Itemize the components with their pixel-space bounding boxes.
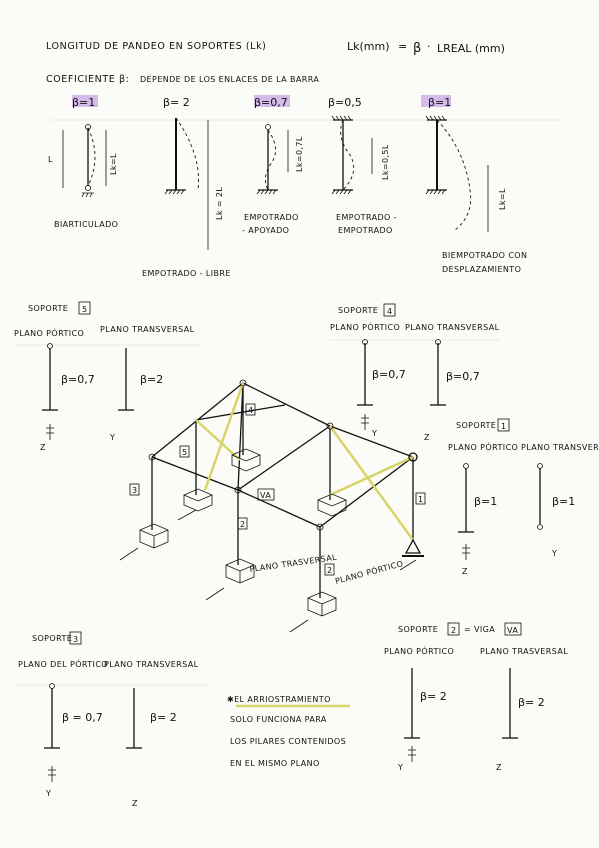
case1-name: BIARTICULADO <box>54 220 118 229</box>
formula-lhs: Lk(mm) <box>347 40 390 53</box>
soporte1-axis-z: Z <box>462 567 468 576</box>
case1-side: L <box>48 155 53 164</box>
soporte-1: SOPORTE 1 PLANO PÓRTICO PLANO TRANSVERSA… <box>448 418 599 576</box>
soporte2-num: 2 <box>451 626 457 635</box>
case-empotrado-apoyado: β=0,7 Lk=0,7L EMPOTRADO - APOYADO <box>242 95 304 235</box>
case3-name2: - APOYADO <box>242 226 289 235</box>
soporte4-num: 4 <box>387 307 393 316</box>
case5-name2: DESPLAZAMIENTO <box>442 265 521 274</box>
note-line3: LOS PILARES CONTENIDOS <box>230 737 346 746</box>
soporte1-plano1: PLANO PÓRTICO <box>448 441 518 452</box>
soporte3-plano1: PLANO DEL PÓRTICO <box>18 658 108 669</box>
soporte2-plano1: PLANO PÓRTICO <box>384 645 454 656</box>
soporte4-beta2: β=0,7 <box>446 370 480 383</box>
frame-label-1: 1 <box>418 495 424 504</box>
case4-name2: EMPOTRADO <box>338 226 393 235</box>
note-line2: SOLO FUNCIONA PARA <box>230 715 327 724</box>
frame-plano-port: PLANO PÓRTICO <box>334 557 405 586</box>
soporte5-axis-z: Z <box>40 443 46 452</box>
coef-label: COEFICIENTE β: <box>46 74 129 85</box>
soporte-5: SOPORTE 5 PLANO PÓRTICO PLANO TRANSVERSA… <box>14 301 200 452</box>
soporte4-beta1: β=0,7 <box>372 368 406 381</box>
frame-plano-trans: PLANO TRASVERSAL <box>249 553 338 574</box>
case-biarticulado: β=1 L Lk=L BIARTICULADO <box>48 95 560 229</box>
coef-text: DEPENDE DE LOS ENLACES DE LA BARRA <box>140 75 319 84</box>
soporte-2: SOPORTE 2 = VIGA VA PLANO PÓRTICO PLANO … <box>384 622 568 772</box>
soporte1-plano2: PLANO TRANSVERSAL <box>521 443 599 452</box>
note-line4: EN EL MISMO PLANO <box>230 759 320 768</box>
frame-label-2: 2 <box>240 520 246 529</box>
soporte-4: SOPORTE 4 PLANO PÓRTICO PLANO TRANSVERSA… <box>330 303 500 442</box>
soporte3-title: SOPORTE <box>32 634 72 643</box>
soporte4-axis-z: Z <box>424 433 430 442</box>
formula-rhs: LREAL (mm) <box>437 42 505 55</box>
bracing-note: ✱EL ARRIOSTRAMIENTO SOLO FUNCIONA PARA L… <box>227 695 350 768</box>
soporte4-title: SOPORTE <box>338 306 378 315</box>
soporte-3: SOPORTE 3 PLANO DEL PÓRTICO PLANO TRANSV… <box>14 631 210 808</box>
case5-beta: β=1 <box>428 96 451 109</box>
case-empotrado-libre: β= 2 Lk = 2L EMPOTRADO - LIBRE <box>142 96 231 278</box>
soporte2-eq: = VIGA <box>464 625 495 634</box>
case2-beta: β= 2 <box>163 96 190 109</box>
frame-label-5: 5 <box>182 448 188 457</box>
soporte3-num: 3 <box>73 635 79 644</box>
soporte4-plano2: PLANO TRANSVERSAL <box>405 323 500 332</box>
formula: Lk(mm) = β · LREAL (mm) <box>347 40 505 56</box>
case-biempotrado-desplazamiento: β=1 Lk=L BIEMPOTRADO CON DESPLAZAMIENTO <box>421 95 527 274</box>
frame-3d: 4 5 3 VA 2 1 2 PLANO TRASVERSAL PLANO PÓ… <box>119 379 426 633</box>
case5-name1: BIEMPOTRADO CON <box>442 251 527 260</box>
case1-beta: β=1 <box>72 96 95 109</box>
soporte2-beta1: β= 2 <box>420 690 447 703</box>
soporte5-plano1: PLANO PÓRTICO <box>14 327 84 338</box>
soporte1-beta1: β=1 <box>474 495 497 508</box>
case4-dim: Lk=0,5L <box>381 144 390 180</box>
note-line1: ✱EL ARRIOSTRAMIENTO <box>227 695 331 704</box>
case3-dim: Lk=0,7L <box>295 136 304 172</box>
formula-dot: · <box>427 40 431 53</box>
frame-label-3: 3 <box>132 486 138 495</box>
case4-name1: EMPOTRADO - <box>336 213 397 222</box>
case4-beta: β=0,5 <box>328 96 362 109</box>
soporte5-beta1: β=0,7 <box>61 373 95 386</box>
page-title: LONGITUD DE PANDEO EN SOPORTES (Lk) <box>46 41 267 52</box>
soporte3-beta2: β= 2 <box>150 711 177 724</box>
soporte5-beta2: β=2 <box>140 373 163 386</box>
soporte1-num: 1 <box>501 422 507 431</box>
soporte2-viga: VA <box>507 626 518 635</box>
soporte2-beta2: β= 2 <box>518 696 545 709</box>
soporte2-title: SOPORTE <box>398 625 438 634</box>
soporte1-beta2: β=1 <box>552 495 575 508</box>
case5-dim: Lk=L <box>498 188 507 210</box>
case1-dim: Lk=L <box>109 153 118 175</box>
case2-dim: Lk = 2L <box>215 187 224 220</box>
case3-name1: EMPOTRADO <box>244 213 299 222</box>
case-empotrado-empotrado: β=0,5 Lk=0,5L EMPOTRADO - EMPOTRADO <box>328 96 397 235</box>
soporte5-plano2: PLANO TRANSVERSAL <box>100 325 195 334</box>
soporte2-plano2: PLANO TRASVERSAL <box>480 647 568 656</box>
frame-label-4: 4 <box>248 406 254 415</box>
soporte3-plano2: PLANO TRANSVERSAL <box>104 660 199 669</box>
soporte2-axis-z: Z <box>496 763 502 772</box>
frame-label-va: VA <box>260 491 271 500</box>
soporte3-beta1: β = 0,7 <box>62 711 103 724</box>
formula-beta: β <box>413 41 421 56</box>
soporte1-title: SOPORTE <box>456 421 496 430</box>
soporte5-title: SOPORTE <box>28 304 68 313</box>
formula-eq: = <box>398 40 407 53</box>
soporte3-axis-y: Y <box>45 789 51 798</box>
frame-label-2b: 2 <box>327 566 333 575</box>
case3-beta: β=0,7 <box>254 96 288 109</box>
soporte4-axis-y: Y <box>371 429 377 438</box>
soporte4-plano1: PLANO PÓRTICO <box>330 321 400 332</box>
soporte5-num: 5 <box>82 305 88 314</box>
soporte2-axis-y: Y <box>397 763 403 772</box>
soporte3-axis-z: Z <box>132 799 138 808</box>
soporte1-axis-y: Y <box>551 549 557 558</box>
soporte5-axis-y: Y <box>109 433 115 442</box>
case2-name: EMPOTRADO - LIBRE <box>142 269 231 278</box>
